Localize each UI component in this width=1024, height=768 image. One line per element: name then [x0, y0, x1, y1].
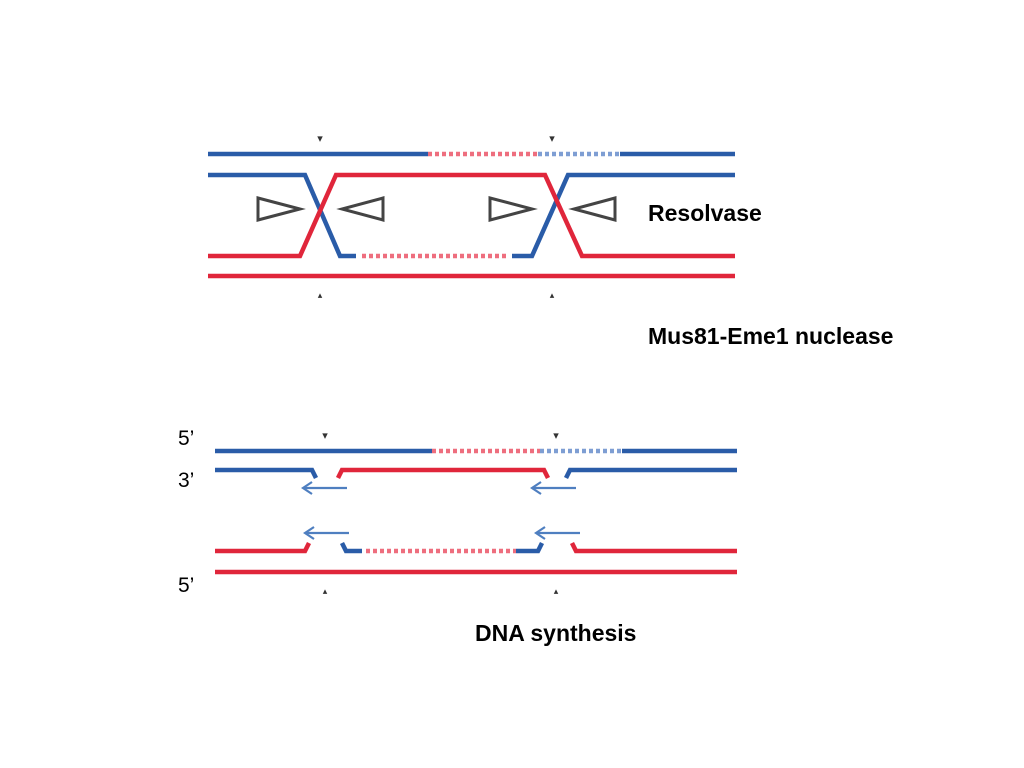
synthesis-row3-blue-left — [339, 541, 362, 554]
cleavage-marker-top-2: ▾ — [549, 132, 555, 145]
synthesis-arrow-2 — [530, 481, 576, 495]
synthesis-marker-bottom-2: ▴ — [554, 587, 559, 597]
dna-synthesis-label: DNA synthesis — [475, 620, 637, 646]
synthesis-row3-red-right — [569, 541, 737, 554]
triangle-right-pointing-1 — [256, 196, 306, 222]
top-panel: ▾ ▾ ▴ ▴ — [208, 132, 735, 301]
cleavage-marker-top-1: ▾ — [317, 132, 323, 145]
synthesis-arrow-3 — [303, 526, 349, 540]
crossing-blue-strand-right — [512, 172, 735, 259]
five-prime-top-label: 5’ — [178, 427, 195, 450]
synthesis-row3-red-left — [215, 541, 312, 554]
cleavage-marker-bottom-2: ▴ — [550, 291, 555, 301]
triangle-left-pointing-2 — [568, 196, 617, 222]
crossing-blue-strand-left — [208, 172, 356, 259]
mus81-eme1-nuclease-label: Mus81-Eme1 nuclease — [648, 323, 894, 349]
triangle-left-pointing-1 — [336, 196, 385, 222]
bottom-panel: ▾ ▾ ▴ ▴ — [215, 429, 737, 597]
cleavage-marker-bottom-1: ▴ — [318, 291, 323, 301]
synthesis-row2-blue-right — [563, 467, 737, 480]
crossing-red-strand — [208, 172, 735, 259]
synthesis-arrow-1 — [301, 481, 347, 495]
three-prime-label: 3’ — [178, 469, 195, 492]
synthesis-row2-red-middle — [335, 467, 551, 480]
synthesis-row3-blue-right — [516, 541, 545, 554]
synthesis-marker-top-2: ▾ — [553, 429, 559, 442]
resolvase-label: Resolvase — [648, 200, 762, 226]
synthesis-arrow-4 — [534, 526, 580, 540]
synthesis-marker-bottom-1: ▴ — [323, 587, 328, 597]
five-prime-bottom-label: 5’ — [178, 574, 195, 597]
synthesis-marker-top-1: ▾ — [322, 429, 328, 442]
triangle-right-pointing-2 — [488, 196, 538, 222]
synthesis-row2-blue-left — [215, 467, 319, 480]
